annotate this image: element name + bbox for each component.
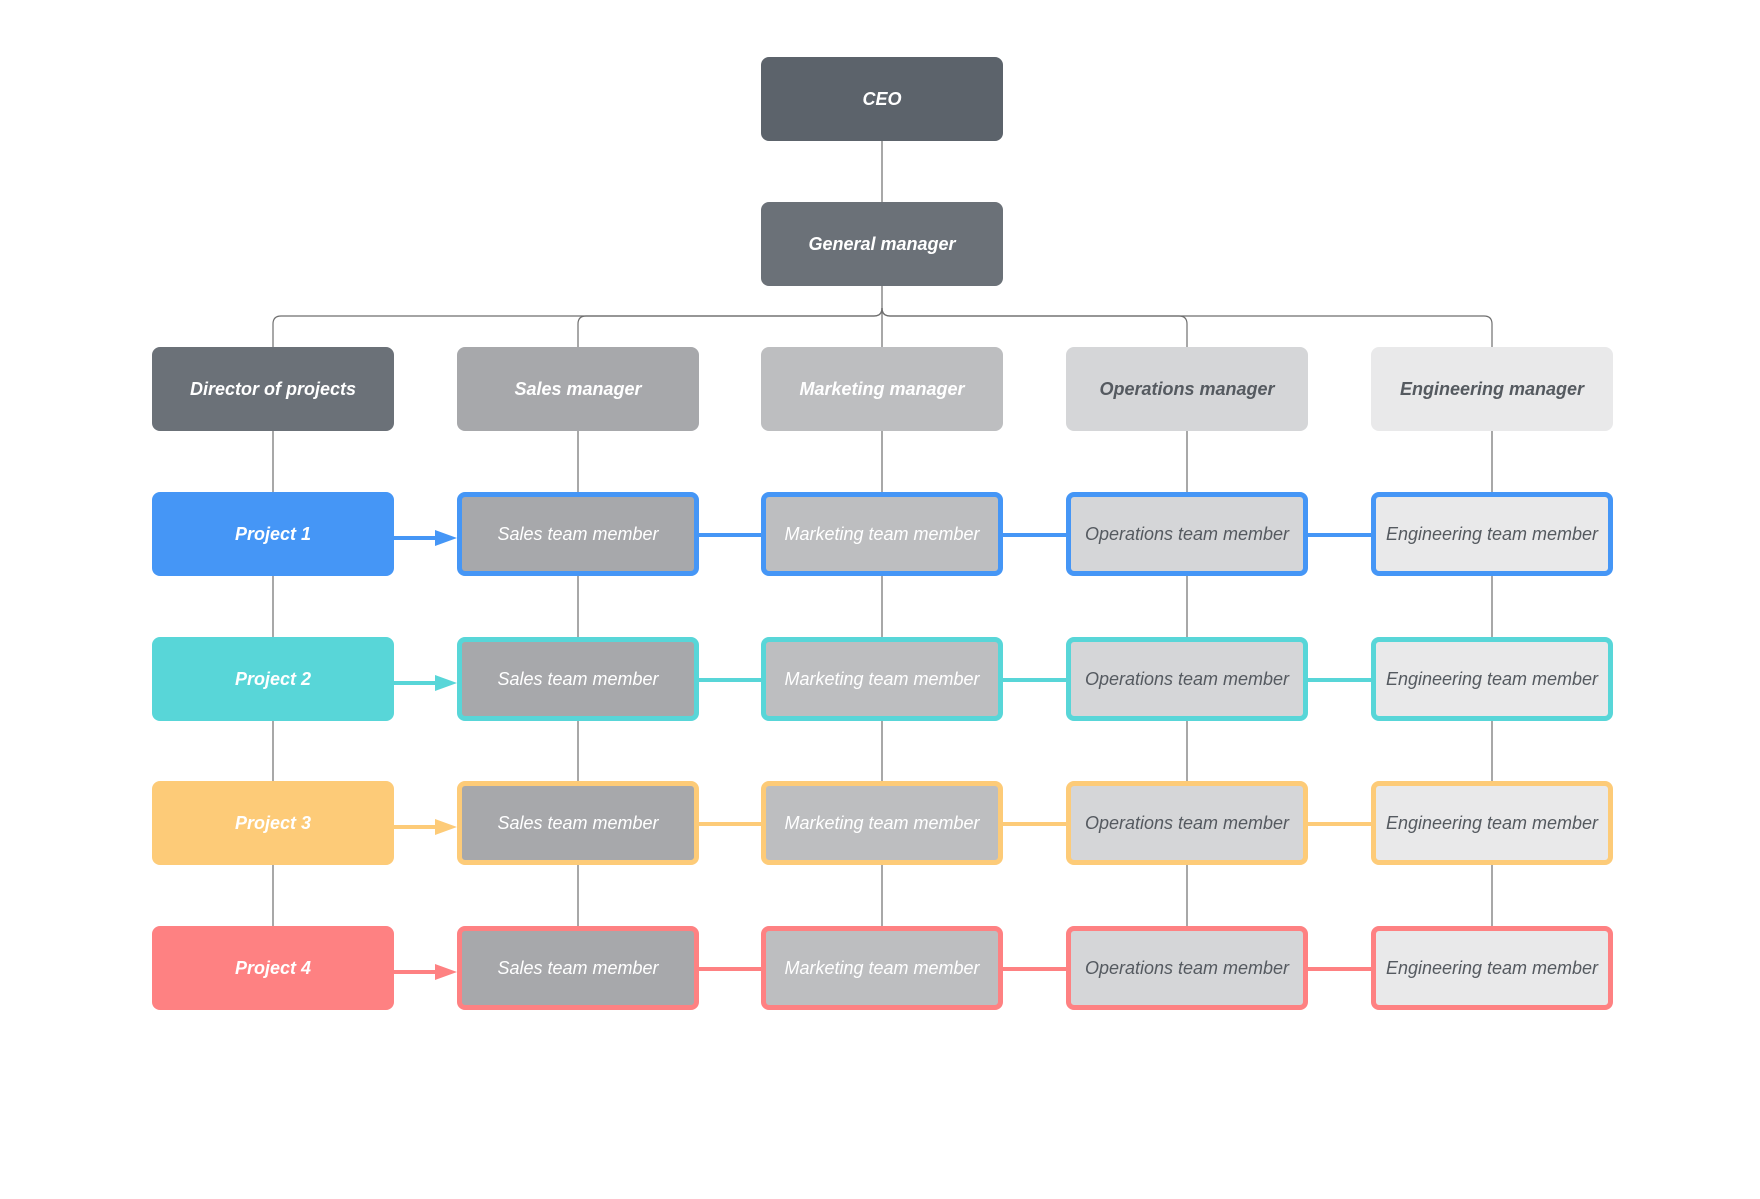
marketing-team-member-box: Marketing team member bbox=[761, 926, 1003, 1010]
project-1-arrow-head bbox=[435, 530, 457, 546]
bus-branch-sales bbox=[577, 307, 883, 347]
marketing-team-member-box: Marketing team member bbox=[761, 637, 1003, 721]
director-manager-box: Director of projects bbox=[152, 347, 394, 431]
sales-team-member-box: Sales team member bbox=[457, 926, 699, 1010]
general-manager-box: General manager bbox=[761, 202, 1003, 286]
ceo-box: CEO bbox=[761, 57, 1003, 141]
engineering-team-member-box: Engineering team member bbox=[1371, 637, 1613, 721]
project-1-box: Project 1 bbox=[152, 492, 394, 576]
bus-branch-operations bbox=[881, 307, 1188, 347]
engineering-manager-box: Engineering manager bbox=[1371, 347, 1613, 431]
sales-team-member-box: Sales team member bbox=[457, 781, 699, 865]
sales-team-member-box: Sales team member bbox=[457, 637, 699, 721]
operations-team-member-box: Operations team member bbox=[1066, 926, 1308, 1010]
project-4-arrow-head bbox=[435, 964, 457, 980]
marketing-team-member-box: Marketing team member bbox=[761, 492, 1003, 576]
project-4-box: Project 4 bbox=[152, 926, 394, 1010]
operations-team-member-box: Operations team member bbox=[1066, 781, 1308, 865]
operations-team-member-box: Operations team member bbox=[1066, 637, 1308, 721]
operations-team-member-box: Operations team member bbox=[1066, 492, 1308, 576]
sales-team-member-box: Sales team member bbox=[457, 492, 699, 576]
project-2-arrow-head bbox=[435, 675, 457, 691]
engineering-team-member-box: Engineering team member bbox=[1371, 781, 1613, 865]
project-2-box: Project 2 bbox=[152, 637, 394, 721]
project-3-box: Project 3 bbox=[152, 781, 394, 865]
engineering-team-member-box: Engineering team member bbox=[1371, 492, 1613, 576]
marketing-team-member-box: Marketing team member bbox=[761, 781, 1003, 865]
project-3-arrow-head bbox=[435, 819, 457, 835]
engineering-team-member-box: Engineering team member bbox=[1371, 926, 1613, 1010]
operations-manager-box: Operations manager bbox=[1066, 347, 1308, 431]
bus-branch-engineering bbox=[881, 307, 1493, 347]
sales-manager-box: Sales manager bbox=[457, 347, 699, 431]
marketing-manager-box: Marketing manager bbox=[761, 347, 1003, 431]
